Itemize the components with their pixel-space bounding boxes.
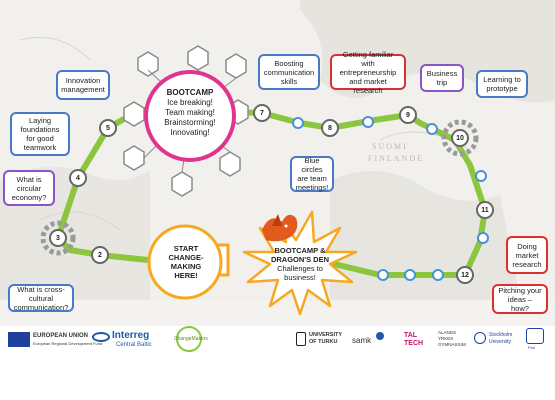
meeting-circle xyxy=(377,269,389,281)
hexagon-icon xyxy=(225,53,247,79)
dragons-den-line: DRAGON'S DEN xyxy=(270,255,330,264)
logo-taltech: TAL TECH xyxy=(404,332,424,347)
bootcamp-text: BOOTCAMP Ice breaking! Team making! Brai… xyxy=(150,88,230,138)
bootcamp-line: Innovating! xyxy=(170,128,210,137)
hexagon-icon xyxy=(187,45,209,71)
meeting-circle xyxy=(426,123,438,135)
meeting-circle xyxy=(404,269,416,281)
node-4: 4 xyxy=(69,169,87,187)
hexagon-icon xyxy=(123,145,145,171)
callout-blue-circles: Blue circles are team meetings! xyxy=(290,156,334,192)
bootcamp-title: BOOTCAMP xyxy=(166,88,214,97)
stockholm-icon xyxy=(474,332,486,344)
interreg-icon xyxy=(92,332,110,342)
meeting-circle xyxy=(475,170,487,182)
dragons-den-line: BOOTCAMP & xyxy=(274,246,326,255)
node-7: 7 xyxy=(253,104,271,122)
callout-foundations: Laying foundations for good teamwork xyxy=(10,112,70,156)
callout-prototype: Learning to prototype xyxy=(476,70,528,98)
start-line: MAKING xyxy=(170,262,202,271)
meeting-circle xyxy=(292,117,304,129)
hexagon-icon xyxy=(171,171,193,197)
node-11: 11 xyxy=(476,201,494,219)
gear-icon-node-3 xyxy=(40,220,76,256)
hexagon-icon xyxy=(219,151,241,177)
map-label: FINLANDE xyxy=(368,154,424,163)
start-arrow xyxy=(146,224,230,300)
bootcamp-line: Team making! xyxy=(165,108,215,117)
hexagon-icon xyxy=(137,51,159,77)
node-3: 3 xyxy=(49,229,67,247)
node-2: 2 xyxy=(91,246,109,264)
logo-stockholm: Stockholm University xyxy=(489,332,513,345)
bootcamp-circle xyxy=(144,70,236,162)
start-text: START CHANGE- MAKING HERE! xyxy=(160,244,212,280)
logo-interreg: Interreg xyxy=(112,330,150,341)
callout-pitching: Pitching your ideas – how? xyxy=(492,284,548,314)
gear-icon-node-10 xyxy=(441,119,479,157)
callout-communication: Boosting communication skills xyxy=(258,54,320,90)
footer-logos: EUROPEAN UNION European Regional Develop… xyxy=(0,326,555,400)
callout-business-trip: Business trip xyxy=(420,64,464,92)
logo-turku: UNIVERSITY OF TURKU xyxy=(309,332,342,345)
logo-alands: ALANDS YRKES GYMNASIUM xyxy=(438,330,466,347)
start-line: START xyxy=(173,244,199,253)
callout-entrepreneurship: Getting familiar with entrepreneurship a… xyxy=(330,50,406,95)
meeting-circle xyxy=(432,269,444,281)
bootcamp-line: Ice breaking! xyxy=(167,98,213,107)
eu-flag-icon xyxy=(8,332,30,347)
meeting-circles xyxy=(292,116,489,281)
callout-cross-cultural: What is cross-cultural communication? xyxy=(8,284,74,312)
meeting-circle xyxy=(477,232,489,244)
logo-eu: EUROPEAN UNION xyxy=(33,333,89,339)
bootcamp-line: Brainstorming! xyxy=(164,118,216,127)
dragons-den-line: business! xyxy=(284,273,316,282)
meeting-circle xyxy=(362,116,374,128)
node-8: 8 xyxy=(321,119,339,137)
logo-changemakers: ChangeMakers xyxy=(174,336,208,342)
pori-icon xyxy=(526,328,544,344)
start-line: HERE! xyxy=(174,271,198,280)
map-label: SUOMI xyxy=(372,142,408,151)
dragons-den-text: BOOTCAMP & DRAGON'S DEN Challenges to bu… xyxy=(262,246,338,282)
node-10: 10 xyxy=(451,129,469,147)
turku-icon xyxy=(296,332,306,346)
node-12: 12 xyxy=(456,266,474,284)
callout-innovation: Innovation management xyxy=(56,70,110,100)
dragons-den-line: Challenges to xyxy=(277,264,323,273)
logo-pori: Pori xyxy=(528,345,536,350)
logo-central-baltic: Central Baltic xyxy=(116,342,152,348)
dragon-icon xyxy=(262,214,298,242)
logo-samk: samk xyxy=(352,336,372,345)
callout-market-research: Doing market research xyxy=(506,236,548,274)
hexagon-icon xyxy=(123,101,145,127)
changemakers-logo xyxy=(176,326,202,352)
start-line: CHANGE- xyxy=(168,253,204,262)
samk-dots-icon xyxy=(376,332,384,340)
node-9: 9 xyxy=(399,106,417,124)
logo-erdf: European Regional Development Fund xyxy=(33,341,103,346)
node-5: 5 xyxy=(99,119,117,137)
callout-circular-economy: What is circular economy? xyxy=(3,170,55,206)
